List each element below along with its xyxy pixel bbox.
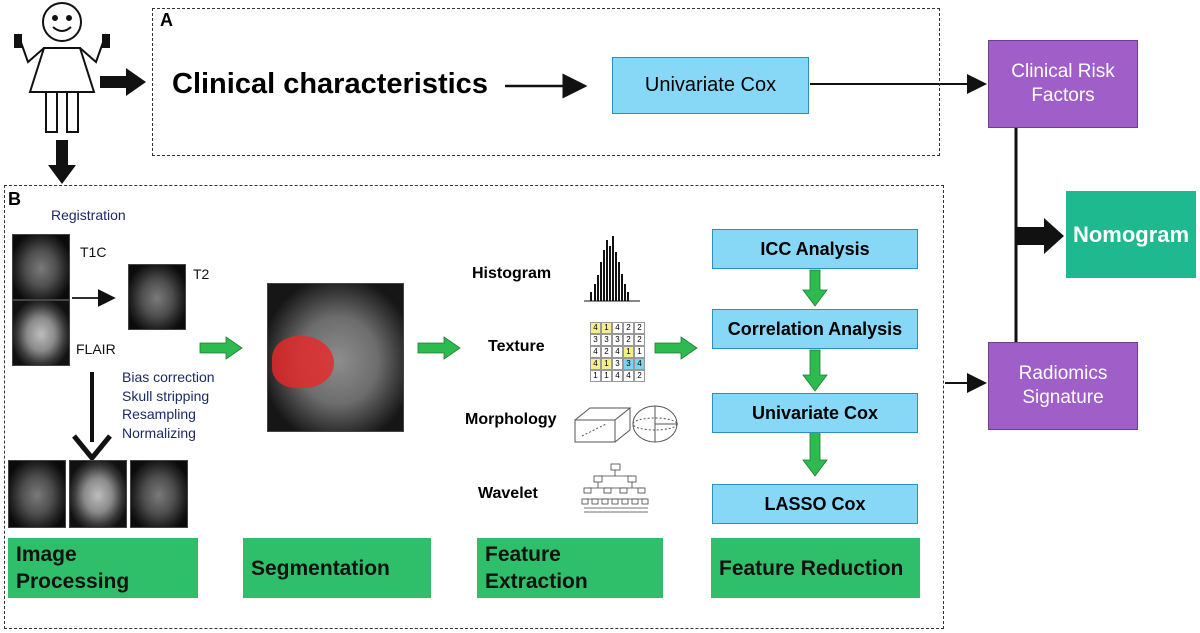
radiomics-signature-box: Radiomics Signature: [988, 342, 1138, 430]
histogram-label: Histogram: [472, 265, 552, 282]
correlation-analysis-box: Correlation Analysis: [712, 309, 918, 349]
panel-b-letter: B: [8, 189, 21, 209]
panel-a: [152, 8, 940, 156]
texture-cell: 1: [601, 322, 612, 334]
texture-cell: 4: [612, 322, 623, 334]
clinical-risk-factors-box: Clinical Risk Factors: [988, 40, 1138, 128]
panel-b: [4, 185, 944, 629]
texture-cell: 2: [601, 346, 612, 358]
panel-a-letter: A: [160, 10, 173, 30]
univariate-cox-b-box: Univariate Cox: [712, 393, 918, 433]
texture-cell: 3: [601, 334, 612, 346]
texture-cell: 4: [590, 346, 601, 358]
morphology-icon: [574, 405, 678, 443]
texture-cell: 3: [590, 334, 601, 346]
texture-cell: 2: [623, 334, 634, 346]
texture-cell: 2: [634, 322, 645, 334]
texture-cell: 4: [612, 370, 623, 382]
texture-cell: 4: [612, 346, 623, 358]
resampling-label: Resampling: [122, 406, 196, 422]
processed-t1c-image: [8, 460, 66, 528]
clinical-characteristics-label: Clinical characteristics: [172, 68, 488, 100]
arrow-person-to-b: [48, 140, 76, 184]
tumor-mask: [272, 336, 334, 388]
texture-cell: 2: [634, 334, 645, 346]
t1c-image: [12, 234, 70, 300]
texture-label: Texture: [488, 338, 545, 355]
stage-feature-reduction: Feature Reduction: [711, 538, 920, 598]
texture-cell: 2: [634, 370, 645, 382]
processed-t2-image: [130, 460, 188, 528]
texture-cell: 1: [601, 370, 612, 382]
nomogram-box: Nomogram: [1066, 191, 1196, 278]
bias-correction-label: Bias correction: [122, 369, 215, 385]
lasso-cox-box: LASSO Cox: [712, 484, 918, 524]
flair-label: FLAIR: [76, 341, 116, 357]
arrow-person-to-a: [100, 68, 146, 96]
stage-segmentation: Segmentation: [243, 538, 431, 598]
texture-cell: 4: [590, 322, 601, 334]
wavelet-label: Wavelet: [478, 485, 538, 502]
wavelet-icon: [581, 463, 649, 513]
texture-cell: 4: [590, 358, 601, 370]
texture-cell: 1: [590, 370, 601, 382]
texture-cell: 4: [623, 370, 634, 382]
t2-image: [128, 264, 186, 330]
texture-cell: 4: [634, 358, 645, 370]
texture-cell: 3: [612, 334, 623, 346]
processed-flair-image: [69, 460, 127, 528]
texture-cell: 3: [612, 358, 623, 370]
registration-label: Registration: [51, 207, 126, 223]
skull-stripping-label: Skull stripping: [122, 388, 210, 404]
green-flow-arrows: [199, 269, 828, 477]
stage-feature-extraction: Feature Extraction: [477, 538, 663, 598]
normalizing-label: Normalizing: [122, 425, 196, 441]
texture-cell: 3: [623, 358, 634, 370]
texture-cell: 2: [623, 322, 634, 334]
t1c-label: T1C: [80, 244, 107, 260]
texture-cell: 1: [623, 346, 634, 358]
patient-icon: [14, 2, 110, 133]
texture-matrix: 4 1 4 2 2 3 3 3 2 2 4 2 4 1 1 4 1 3 3 4 …: [590, 322, 645, 382]
histogram-icon: [584, 236, 640, 302]
texture-cell: 1: [634, 346, 645, 358]
texture-cell: 1: [601, 358, 612, 370]
morphology-label: Morphology: [465, 411, 557, 428]
arrow-to-nomogram: [1016, 218, 1064, 254]
stage-image-processing: Image Processing: [8, 538, 198, 598]
t2-label: T2: [193, 266, 210, 282]
univariate-cox-a-box: Univariate Cox: [612, 57, 809, 114]
icc-analysis-box: ICC Analysis: [712, 229, 918, 269]
flair-image: [12, 300, 70, 366]
